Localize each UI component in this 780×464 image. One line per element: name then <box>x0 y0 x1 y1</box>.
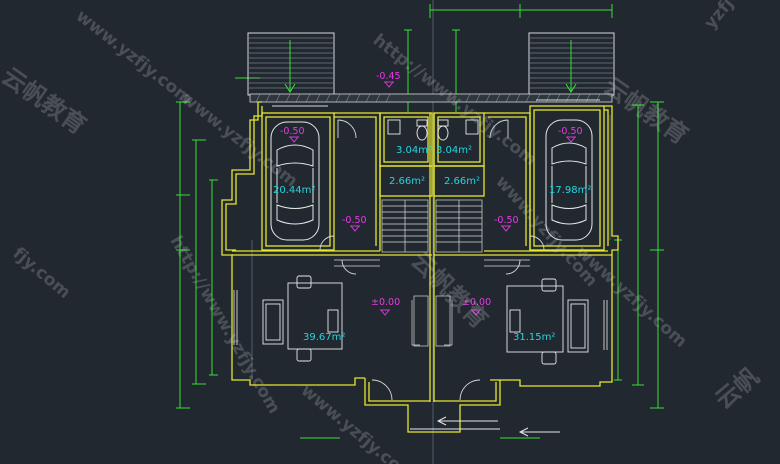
doors-windows <box>233 99 608 401</box>
area-wc-left: 3.04m² <box>396 145 432 156</box>
area-living-right: 31.15m² <box>513 332 555 343</box>
stairs <box>334 199 530 347</box>
elevation-living-right: ±0.00 <box>462 297 491 308</box>
level-markers <box>289 81 576 316</box>
right-sofa-set <box>506 278 589 365</box>
elevation-living-left: ±0.00 <box>371 297 400 308</box>
watermark-brand-center: 云帆教育 <box>406 246 494 334</box>
cars <box>270 119 593 241</box>
toilets <box>387 119 479 141</box>
area-living-left: 39.67m² <box>303 332 345 343</box>
area-wc-right: 3.04m² <box>436 145 472 156</box>
watermark-brand-bottom-right: 云帆 <box>710 362 765 414</box>
area-store-right: 2.66m² <box>444 176 480 187</box>
elevation-hall-right: -0.50 <box>494 215 519 226</box>
ramp-band <box>249 93 613 103</box>
area-garage-right: 17.98m² <box>549 185 591 196</box>
watermark-brand-left: 云帆教育 <box>0 62 91 140</box>
walls <box>221 101 619 433</box>
grid-lines <box>251 0 611 464</box>
elevation-hall-left: -0.50 <box>342 215 367 226</box>
watermark-url-bottom: www.yzfjy.com <box>297 381 419 464</box>
area-store-left: 2.66m² <box>389 176 425 187</box>
watermark-url-top-left: www.yzfjy.com <box>72 6 196 109</box>
top-canopies <box>247 32 615 96</box>
left-car <box>270 121 320 241</box>
left-sofa-set <box>262 275 343 362</box>
elevation-garage-right: -0.50 <box>558 126 583 137</box>
watermark-url-top-right: yzfj <box>701 0 738 33</box>
right-car <box>545 119 593 241</box>
left-canopy <box>247 32 335 96</box>
elevation-garage-left: -0.50 <box>280 126 305 137</box>
watermark-url-lower-right: www.yzfjy.com <box>572 242 691 352</box>
entry-arrows <box>410 416 560 437</box>
area-garage-left: 20.44m² <box>273 185 315 196</box>
elevation-top-step: -0.45 <box>376 71 401 82</box>
watermark-url-far-left: fjy.com <box>9 244 74 303</box>
furniture <box>262 275 589 365</box>
watermark-brand-right: 云帆教育 <box>599 72 694 150</box>
